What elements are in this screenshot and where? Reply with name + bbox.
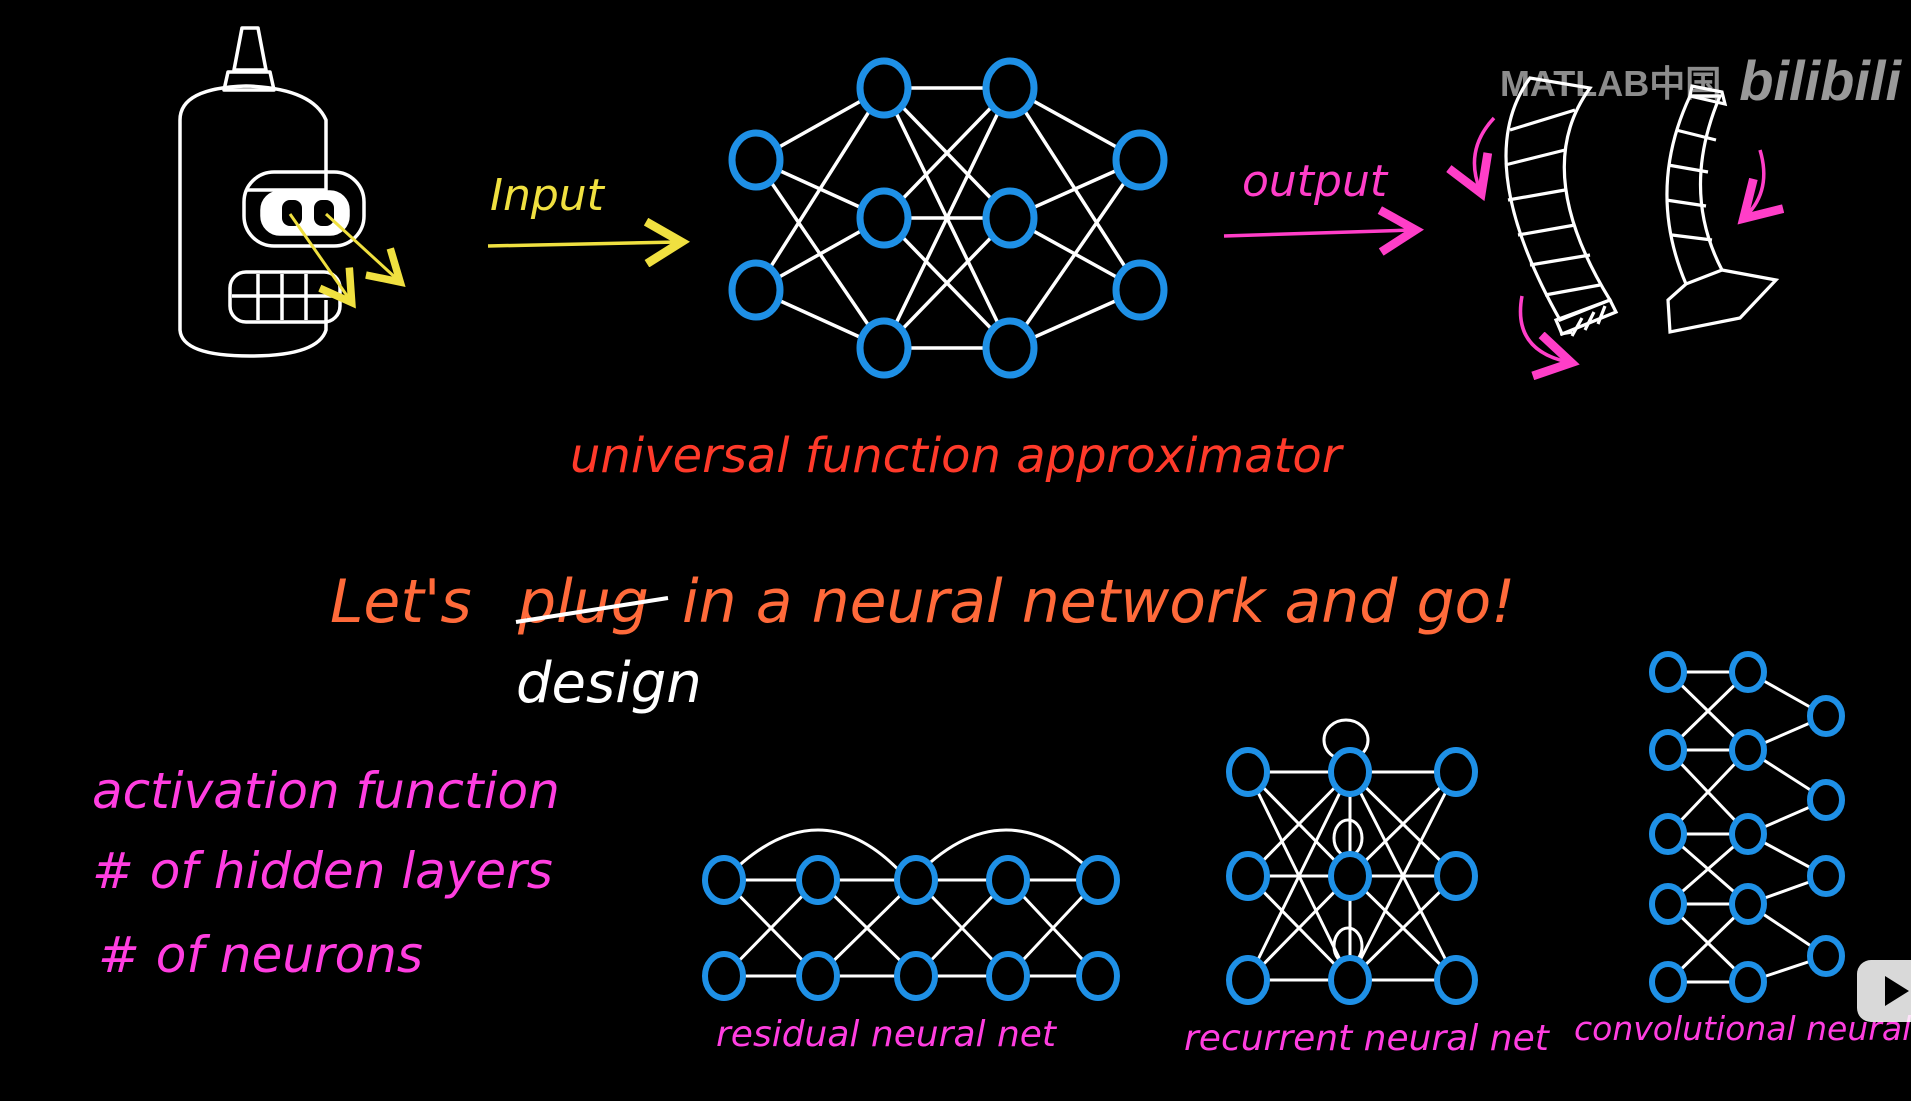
input-label: Input <box>490 170 606 221</box>
rotation-arrows <box>1474 116 1763 362</box>
node <box>1434 955 1478 1005</box>
node <box>1076 951 1120 1001</box>
node <box>1649 883 1687 925</box>
residual-network: residual neural net <box>702 828 1120 1055</box>
robot-head-icon <box>178 26 366 358</box>
node <box>1649 729 1687 771</box>
node <box>1649 961 1687 1003</box>
node <box>1649 813 1687 855</box>
node <box>982 187 1038 249</box>
node <box>1226 851 1270 901</box>
list-item: # of neurons <box>98 926 423 984</box>
node <box>986 951 1030 1001</box>
node <box>796 951 840 1001</box>
eye-arrow-right <box>324 212 398 280</box>
node <box>1112 129 1168 191</box>
input-arrow <box>487 242 678 246</box>
robot-arm-icon <box>1504 76 1780 337</box>
caption: universal function approximator <box>570 428 1345 484</box>
watermark-brand: MATLAB中国 <box>1499 62 1722 104</box>
watermark: MATLAB中国 bilibili <box>1500 48 1901 113</box>
node <box>1807 779 1845 821</box>
node <box>728 259 784 321</box>
design-choices-list: activation function # of hidden layers #… <box>92 762 560 984</box>
node <box>1112 259 1168 321</box>
node <box>1729 961 1767 1003</box>
node <box>1729 883 1767 925</box>
node <box>1729 813 1767 855</box>
node <box>982 317 1038 379</box>
architecture-label: residual neural net <box>716 1014 1058 1055</box>
node <box>1328 955 1372 1005</box>
node <box>796 855 840 905</box>
node <box>1807 935 1845 977</box>
architecture-label: recurrent neural net <box>1184 1018 1551 1059</box>
list-item: # of hidden layers <box>92 842 553 900</box>
architecture-label: convolutional neural n <box>1574 1009 1911 1048</box>
slogan-rest: in a neural network and go! <box>682 567 1515 637</box>
node <box>1226 955 1270 1005</box>
slogan-prefix: Let's <box>330 567 472 637</box>
recurrent-network: recurrent neural net <box>1184 718 1551 1059</box>
node <box>1729 651 1767 693</box>
node <box>1328 747 1372 797</box>
watermark-site: bilibili <box>1739 49 1901 112</box>
output-arrow <box>1223 230 1412 236</box>
node <box>1807 855 1845 897</box>
node <box>1729 729 1767 771</box>
node <box>856 317 912 379</box>
slogan-struck-word: plug <box>517 567 649 637</box>
node <box>982 57 1038 119</box>
slogan-replacement: design <box>516 651 702 716</box>
node <box>894 951 938 1001</box>
node <box>894 855 938 905</box>
list-item: activation function <box>92 762 560 820</box>
node <box>1076 855 1120 905</box>
node <box>986 855 1030 905</box>
eye-arrow-left <box>288 213 350 300</box>
node <box>702 951 746 1001</box>
play-icon[interactable] <box>1857 960 1911 1022</box>
strike-line <box>515 596 669 624</box>
node <box>1649 651 1687 693</box>
node <box>856 187 912 249</box>
node <box>1328 851 1372 901</box>
node <box>856 57 912 119</box>
output-label: output <box>1242 156 1389 207</box>
node <box>1434 851 1478 901</box>
main-neural-network <box>728 57 1168 379</box>
node <box>1434 747 1478 797</box>
convolutional-network: convolutional neural n <box>1574 651 1911 1048</box>
node <box>728 129 784 191</box>
node <box>1226 747 1270 797</box>
node <box>702 855 746 905</box>
node <box>1807 695 1845 737</box>
